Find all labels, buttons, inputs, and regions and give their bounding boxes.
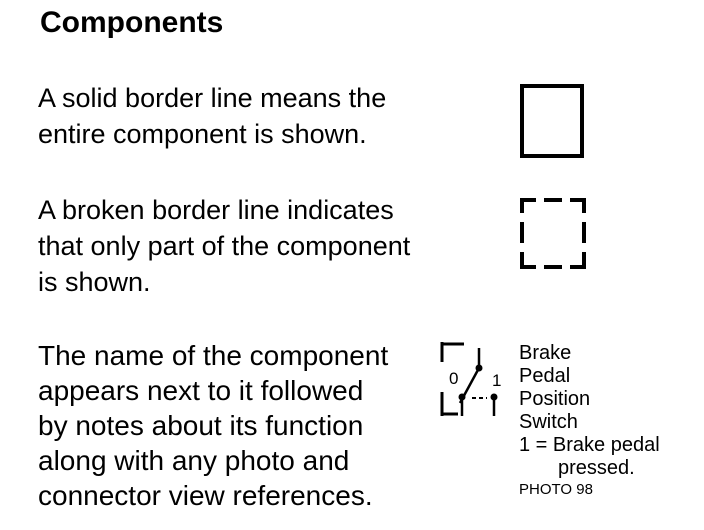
text-line: appears next to it followed bbox=[38, 375, 364, 406]
switch-symbol: 0 1 bbox=[440, 342, 501, 416]
broken-border-example bbox=[520, 198, 586, 269]
component-name-line: Brake bbox=[519, 342, 572, 364]
text-line: entire component is shown. bbox=[38, 119, 367, 149]
solid-border-example bbox=[520, 84, 584, 158]
component-label: Brake Pedal Position Switch 1 = Brake pe… bbox=[519, 342, 660, 501]
text-line: is shown. bbox=[38, 267, 151, 297]
text-line: by notes about its function bbox=[38, 410, 364, 441]
component-name-line: Position bbox=[519, 388, 591, 410]
switch-position-1: 1 bbox=[492, 371, 501, 390]
component-name-line: Pedal bbox=[519, 365, 571, 387]
text-line: connector view references. bbox=[38, 480, 373, 511]
broken-border-description: A broken border line indicates that only… bbox=[38, 192, 410, 300]
component-name-description: The name of the component appears next t… bbox=[38, 338, 388, 513]
component-note-line: pressed. bbox=[558, 457, 635, 479]
solid-border-description: A solid border line means the entire com… bbox=[38, 80, 386, 152]
component-name-line: Switch bbox=[519, 411, 578, 433]
text-line: The name of the component bbox=[38, 340, 389, 371]
component-note-line: 1 = Brake pedal bbox=[519, 434, 660, 456]
text-line: along with any photo and bbox=[38, 445, 350, 476]
section-title: Components bbox=[40, 6, 224, 39]
text-line: that only part of the component bbox=[38, 231, 411, 261]
text-line: A solid border line means the bbox=[38, 83, 387, 113]
switch-position-0: 0 bbox=[449, 369, 458, 388]
text-line: A broken border line indicates bbox=[38, 195, 394, 225]
photo-reference: PHOTO 98 bbox=[519, 481, 593, 498]
